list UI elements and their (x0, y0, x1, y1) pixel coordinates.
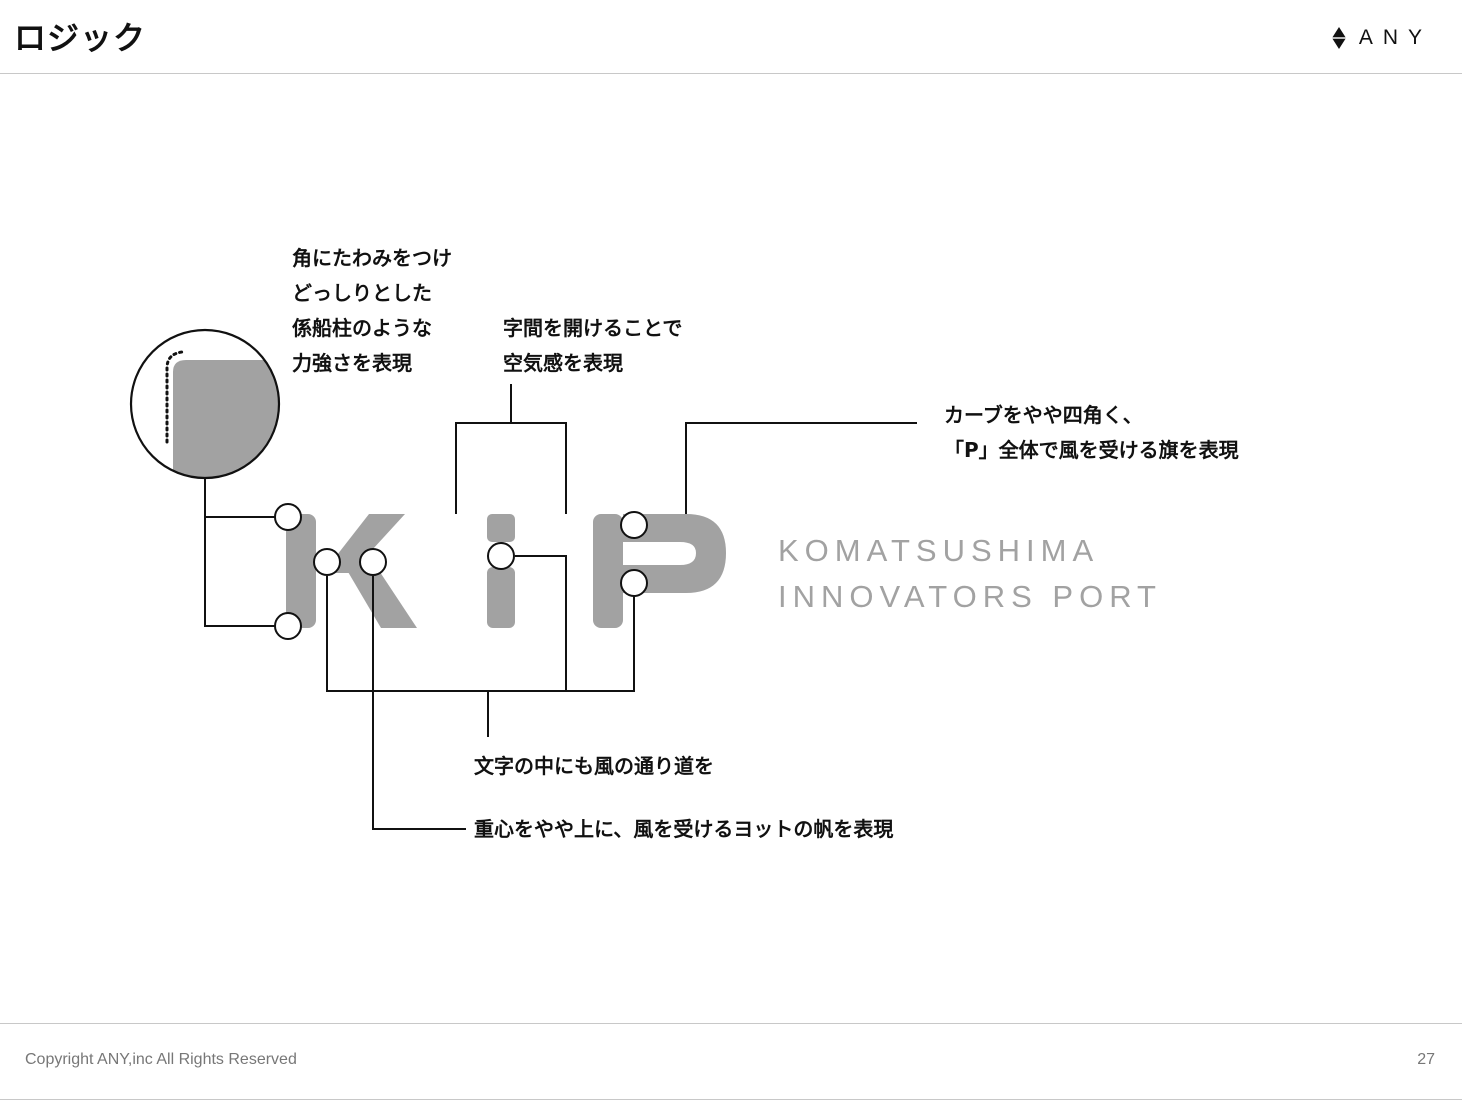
annotation-curve: カーブをやや四角く、 「P」全体で風を受ける旗を表現 (944, 403, 1239, 462)
brand-name: ANY (1358, 26, 1432, 49)
page-number: 27 (1417, 1051, 1435, 1068)
logo-diagram: KOMATSUSHIMA INNOVATORS PORT (129, 328, 1162, 830)
marker-k-bottom (274, 612, 302, 640)
letter-i-stem (487, 567, 515, 628)
page-title: ロジック (14, 19, 147, 57)
copyright: Copyright ANY,inc All Rights Reserved (25, 1051, 297, 1068)
marker-k-left (313, 548, 341, 576)
header: ロジック ANY (0, 0, 1462, 74)
annotation-inner: 文字の中にも風の通り道を (474, 754, 714, 778)
center-leader (372, 576, 466, 830)
marker-k-center (359, 548, 387, 576)
letter-k-lower-arm (341, 560, 417, 628)
diamond-icon (1331, 27, 1346, 49)
kip-logotype (286, 514, 726, 628)
letter-i-dot (487, 514, 515, 542)
letter-k-stem (286, 514, 316, 628)
inner-bracket (326, 576, 635, 692)
curve-leader (685, 422, 917, 514)
corner-leader (204, 478, 287, 627)
annotation-spacing: 字間を開けることで 空気感を表現 (503, 316, 683, 375)
magnified-corner (129, 328, 281, 480)
spacing-bracket (455, 422, 567, 514)
marker-p-bottom (620, 569, 648, 597)
letter-p-bowl (623, 514, 726, 593)
footer: Copyright ANY,inc All Rights Reserved 27 (0, 1023, 1462, 1100)
wordmark-line-2: INNOVATORS PORT (778, 579, 1162, 614)
letter-k-upper-arm (323, 514, 405, 573)
brand-logo: ANY (1331, 24, 1432, 52)
markers (274, 503, 648, 640)
wordmark-line-1: KOMATSUSHIMA (778, 533, 1099, 568)
marker-k-top (274, 503, 302, 531)
letter-p-stem (593, 514, 623, 628)
marker-p-top (620, 511, 648, 539)
marker-i (487, 542, 515, 570)
leader-lines (204, 384, 917, 830)
annotation-center: 重心をやや上に、風を受けるヨットの帆を表現 (474, 817, 894, 841)
annotation-corner: 角にたわみをつけ どっしりとした 係船柱のような 力強さを表現 (292, 246, 452, 375)
